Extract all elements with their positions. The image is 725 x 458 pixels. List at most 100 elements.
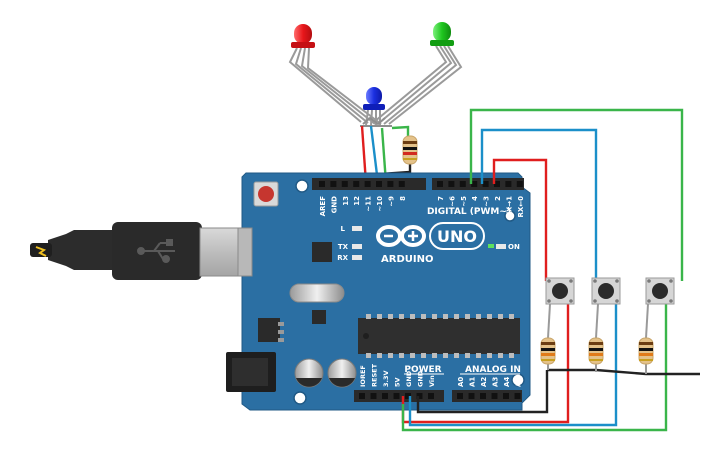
- chip-leg: [399, 314, 404, 319]
- capacitor: [294, 358, 324, 388]
- header-pin[interactable]: [437, 181, 443, 187]
- push-button-left[interactable]: [545, 277, 575, 305]
- mounting-hole: [293, 391, 307, 405]
- header-pin[interactable]: [514, 393, 521, 399]
- chip-leg: [388, 353, 393, 358]
- power-jack: [226, 352, 276, 392]
- power-label: POWER: [404, 365, 441, 375]
- usb-chip: [312, 242, 332, 262]
- pin-label: GND: [330, 196, 338, 214]
- reset-button[interactable]: [253, 181, 279, 207]
- header-pin[interactable]: [416, 393, 423, 399]
- chip-leg: [454, 353, 459, 358]
- model-label: UNO: [437, 227, 477, 246]
- capacitor: [327, 358, 357, 388]
- pin-label: TX→1: [505, 196, 513, 217]
- header-pin[interactable]: [319, 181, 325, 187]
- lightning-icon: [35, 246, 47, 257]
- header-pin[interactable]: [398, 181, 405, 187]
- pin-label: A3: [492, 377, 500, 387]
- header-pin[interactable]: [405, 393, 411, 399]
- header-pin[interactable]: [376, 181, 382, 187]
- led-blue: [363, 87, 385, 110]
- mounting-hole: [504, 210, 516, 222]
- usb-icon: [137, 239, 175, 263]
- chip-pins: [366, 314, 514, 358]
- pin-label: RX←0: [517, 196, 525, 218]
- header-pin[interactable]: [359, 393, 365, 399]
- resistor-right: [638, 337, 654, 365]
- chip-leg: [498, 353, 503, 358]
- header-pin[interactable]: [516, 181, 523, 187]
- digital-label: DIGITAL (PWM~): [427, 207, 511, 217]
- usb-socket: [237, 227, 253, 277]
- pin-label: GND: [405, 370, 413, 387]
- digital-header-right: [432, 178, 524, 190]
- label-on: ON: [508, 243, 520, 251]
- chip-leg: [410, 353, 415, 358]
- chip-leg: [377, 353, 382, 358]
- pin-label: Vin: [428, 375, 436, 387]
- header-pin[interactable]: [364, 181, 371, 187]
- header-pin[interactable]: [491, 393, 498, 399]
- header-pin[interactable]: [505, 181, 512, 187]
- chip-leg: [388, 314, 393, 319]
- push-button-middle[interactable]: [591, 277, 621, 305]
- header-pin[interactable]: [471, 181, 478, 187]
- chip-leg: [432, 314, 437, 319]
- chip-leg: [465, 314, 470, 319]
- led-resistor: [402, 135, 418, 165]
- chip-leg: [509, 314, 514, 319]
- pin-label: A2: [480, 377, 488, 387]
- chip-leg: [487, 353, 492, 358]
- pin-label: 12: [353, 196, 361, 206]
- header-pin[interactable]: [387, 181, 394, 187]
- chip-leg: [487, 314, 492, 319]
- arduino-logo: UNO ARDUINO: [376, 222, 485, 265]
- header-pin[interactable]: [459, 181, 466, 187]
- chip-leg: [421, 353, 426, 358]
- header-pin[interactable]: [353, 181, 360, 187]
- pin-label: 13: [342, 196, 350, 206]
- pin-label: ~11: [365, 196, 373, 212]
- header-pin[interactable]: [382, 393, 388, 399]
- pin-label: GND: [417, 370, 425, 387]
- pin-label: A0: [457, 377, 465, 387]
- pin-label: 8: [399, 196, 407, 201]
- resistor-left: [540, 337, 556, 365]
- header-pin[interactable]: [468, 393, 475, 399]
- pin-label: 2: [494, 196, 502, 201]
- crystal-oscillator: [289, 283, 345, 303]
- header-pin[interactable]: [341, 181, 348, 187]
- header-pin[interactable]: [503, 393, 509, 399]
- header-pin[interactable]: [480, 393, 486, 399]
- chip-leg: [377, 314, 382, 319]
- usb-cable: [30, 222, 243, 280]
- arduino-board: L TX RX UNO ARDUINO ON: [226, 172, 531, 411]
- header-pin[interactable]: [457, 393, 463, 399]
- led-junction: [360, 116, 392, 127]
- bottom-pin-holes: [359, 393, 521, 399]
- push-button-right[interactable]: [645, 277, 675, 305]
- header-pin[interactable]: [494, 181, 500, 187]
- pin-label: 4: [471, 196, 479, 201]
- chip-leg: [399, 353, 404, 358]
- status-leds: L TX RX: [337, 225, 362, 262]
- header-pin[interactable]: [428, 393, 434, 399]
- header-pin[interactable]: [370, 393, 377, 399]
- analog-label: ANALOG IN: [465, 365, 521, 375]
- infinity-logo-icon: [376, 225, 426, 247]
- header-pin[interactable]: [393, 393, 400, 399]
- chip-leg: [476, 314, 481, 319]
- chip-leg: [366, 353, 371, 358]
- chip-leg: [509, 353, 514, 358]
- header-pin[interactable]: [330, 181, 337, 187]
- small-chip: [312, 310, 326, 324]
- pin-label: ~10: [376, 196, 384, 212]
- chip-leg: [432, 353, 437, 358]
- header-pin[interactable]: [448, 181, 455, 187]
- header-pin[interactable]: [482, 181, 489, 187]
